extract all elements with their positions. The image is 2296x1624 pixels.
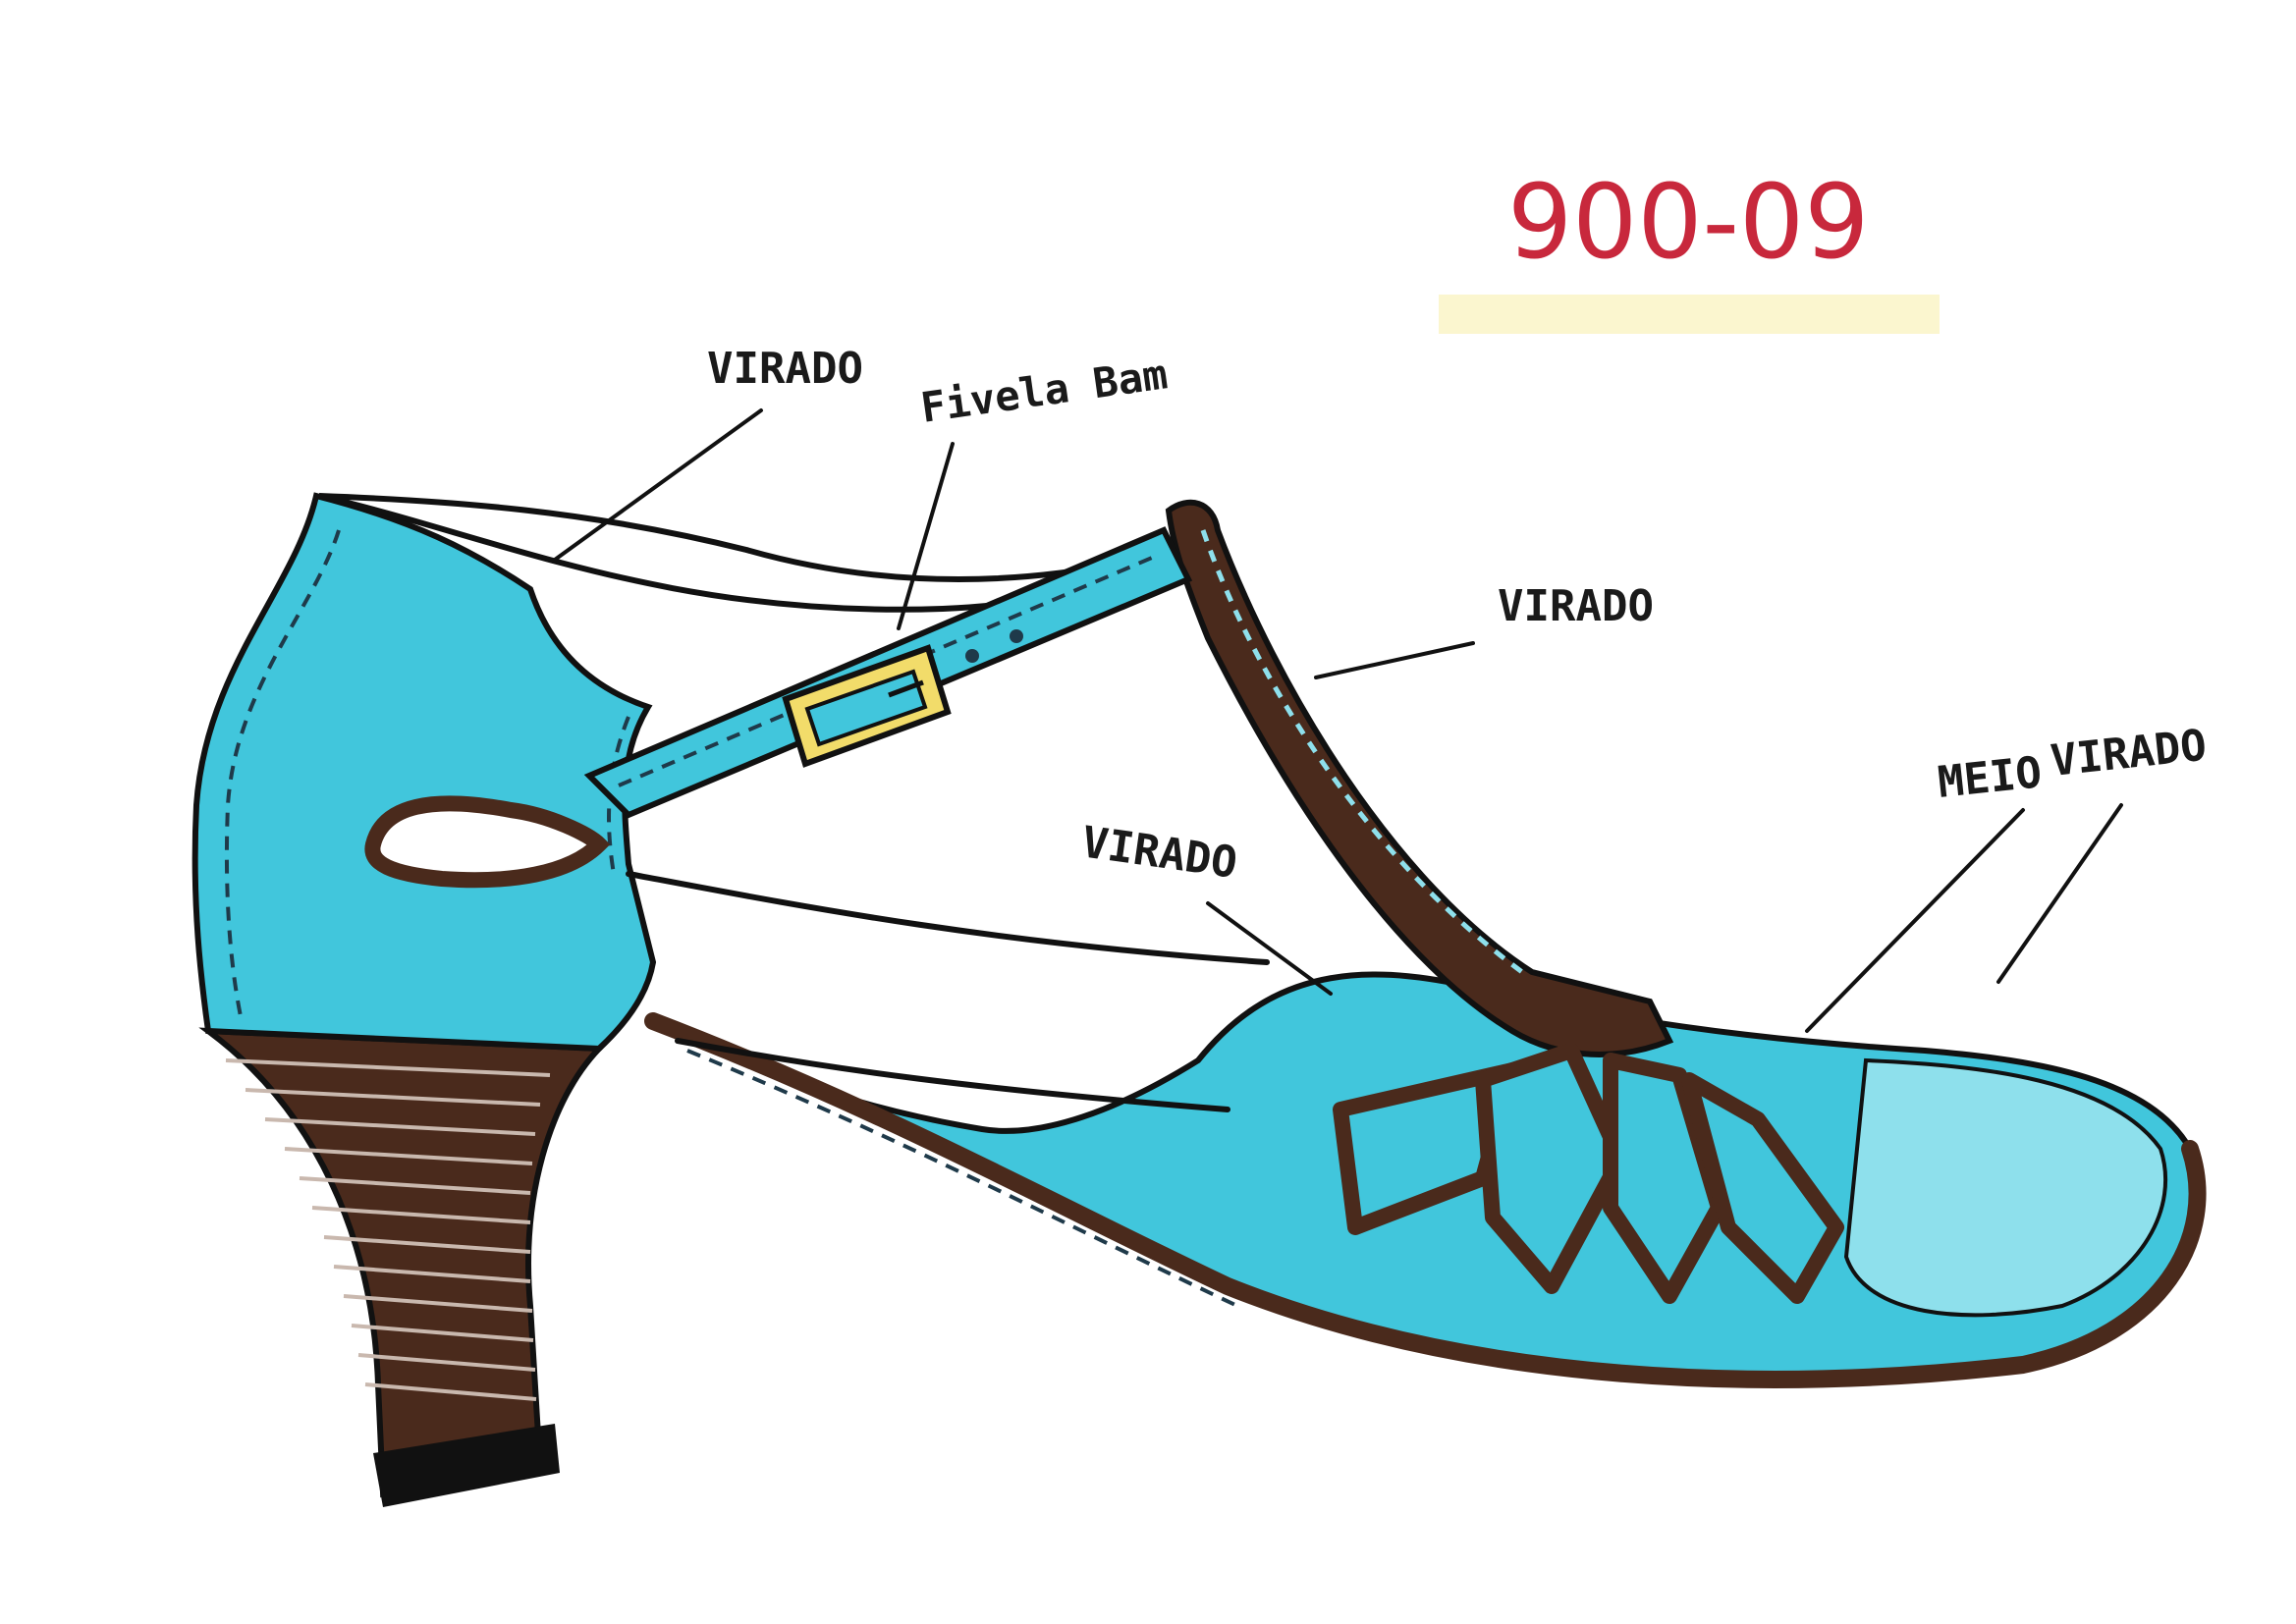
heel-tip	[373, 1424, 560, 1507]
label-t-strap: VIRADO	[1498, 581, 1654, 631]
code-highlight	[1439, 295, 1940, 334]
label-inner: VIRADO	[1078, 817, 1240, 889]
keyhole-cutout	[364, 795, 611, 889]
label-buckle: Fivela Bam	[918, 350, 1171, 432]
heel-counter	[191, 492, 657, 1053]
heel	[198, 1027, 606, 1507]
sole-welt	[644, 1012, 2207, 1388]
label-heel-top: VIRADO	[707, 344, 863, 394]
petal-decoration	[1333, 1043, 1844, 1304]
label-toe-b: VIRADO	[2049, 721, 2209, 786]
label-toe-a: MEIO	[1936, 747, 2045, 808]
t-strap	[1165, 499, 1674, 1057]
leader-lines	[553, 408, 2123, 1033]
model-code: 900-09	[1507, 162, 1869, 282]
buckle-icon	[782, 644, 952, 768]
toe-bed	[1843, 1057, 2168, 1318]
strap-holes	[965, 629, 1023, 663]
